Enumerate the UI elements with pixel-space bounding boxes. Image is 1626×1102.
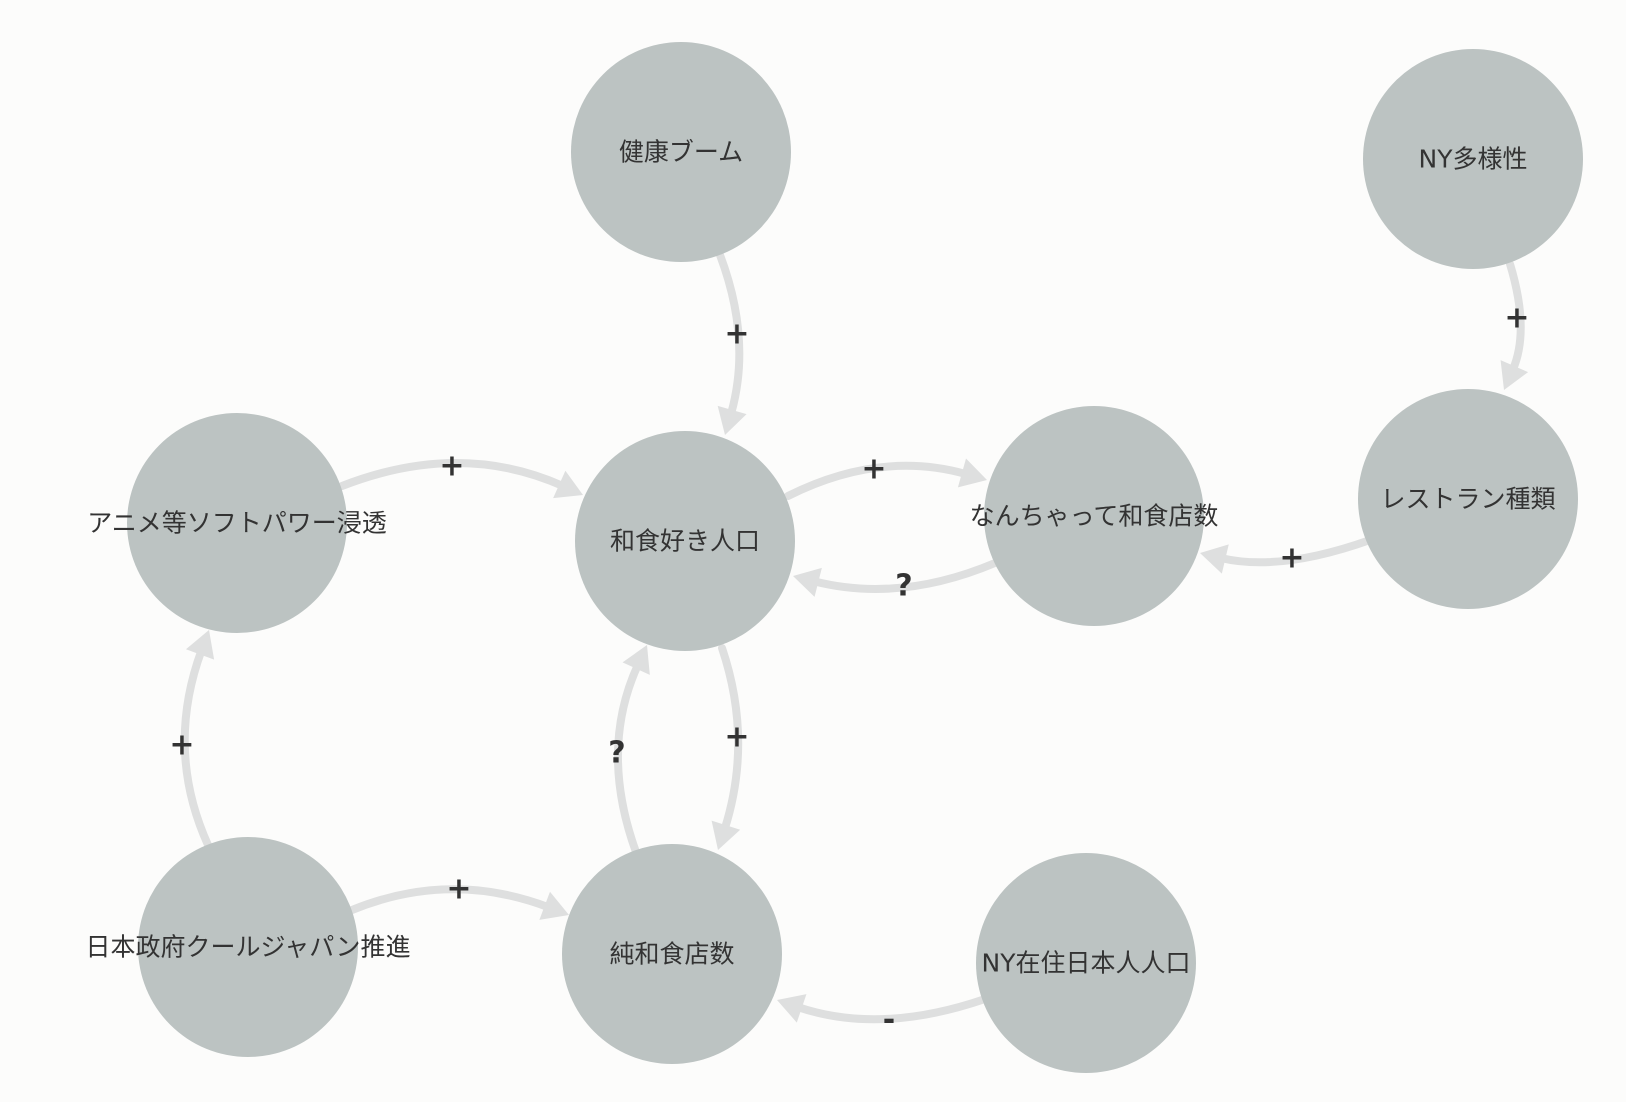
edge-sign-label: +: [446, 872, 471, 907]
edge-health-to-washoku_fans: [716, 251, 744, 418]
node-restaurant_types[interactable]: レストラン種類: [1358, 389, 1578, 609]
edge-cool_japan-to-pure_washoku: [348, 885, 553, 914]
edge-sign-label: +: [1504, 301, 1529, 336]
node-label: NY在住日本人人口: [982, 949, 1191, 978]
edge-sign-label: +: [724, 720, 749, 755]
node-circle: [984, 406, 1204, 626]
arrowhead-restaurant_types-to-nanchatte: [1200, 544, 1229, 574]
edges-layer: [180, 251, 1529, 1024]
edge-nanchatte-to-washoku_fans: [810, 559, 999, 593]
edge-anime-to-washoku_fans: [338, 459, 567, 491]
edge-sign-label: +: [169, 728, 194, 763]
arrowhead-anime-to-washoku_fans: [553, 470, 583, 499]
node-circle: [1363, 49, 1583, 269]
node-label: 健康ブーム: [619, 138, 743, 167]
node-circle: [575, 431, 795, 651]
node-label: 和食好き人口: [610, 527, 760, 556]
arrowhead-ny_japanese-to-pure_washoku: [777, 994, 807, 1023]
edge-sign-label: +: [1279, 541, 1304, 576]
edge-restaurant_types-to-nanchatte: [1217, 536, 1374, 567]
node-label: なんちゃって和食店数: [970, 502, 1219, 531]
arrowhead-pure_washoku-to-washoku_fans: [622, 645, 650, 675]
arrowhead-cool_japan-to-pure_washoku: [539, 891, 569, 920]
edge-ny_diversity-to-restaurant_types: [1506, 260, 1525, 374]
node-circle: [1358, 389, 1578, 609]
edge-sign-label: ?: [895, 569, 912, 604]
edge-ny_japanese-to-pure_washoku: [793, 995, 989, 1024]
node-pure_washoku[interactable]: 純和食店数: [562, 844, 782, 1064]
node-nanchatte[interactable]: なんちゃって和食店数: [970, 406, 1219, 626]
arrowhead-washoku_fans-to-pure_washoku: [711, 820, 741, 850]
node-anime[interactable]: アニメ等ソフトパワー浸透: [87, 413, 387, 633]
node-ny_diversity[interactable]: NY多様性: [1363, 49, 1583, 269]
node-label: アニメ等ソフトパワー浸透: [87, 509, 387, 538]
node-circle: [562, 844, 782, 1064]
node-circle: [571, 42, 791, 262]
edge-sign-label: +: [724, 317, 749, 352]
edge-sign-label: -: [883, 1003, 895, 1038]
node-circle: [976, 853, 1196, 1073]
edge-sign-label: +: [439, 449, 464, 484]
node-washoku_fans[interactable]: 和食好き人口: [575, 431, 795, 651]
node-cool_japan[interactable]: 日本政府クールジャパン推進: [85, 837, 411, 1057]
node-label: NY多様性: [1419, 145, 1528, 174]
node-ny_japanese[interactable]: NY在住日本人人口: [976, 853, 1196, 1073]
node-circle: [138, 837, 358, 1057]
edge-signs-layer: + + + +? + + + +? -: [169, 301, 1529, 1038]
node-label: 純和食店数: [609, 940, 734, 969]
edge-sign-label: ?: [608, 736, 625, 771]
node-circle: [127, 413, 347, 633]
edge-pure_washoku-to-washoku_fans: [613, 661, 642, 856]
arrowhead-ny_diversity-to-restaurant_types: [1500, 360, 1529, 390]
edge-sign-label: +: [861, 452, 886, 487]
node-label: レストラン種類: [1380, 485, 1555, 514]
arrowhead-washoku_fans-to-nanchatte: [957, 458, 987, 488]
arrowhead-nanchatte-to-washoku_fans: [793, 567, 822, 597]
node-label: 日本政府クールジャパン推進: [85, 933, 410, 962]
node-health[interactable]: 健康ブーム: [571, 42, 791, 262]
arrowhead-cool_japan-to-anime: [185, 630, 215, 660]
edge-washoku_fans-to-pure_washoku: [718, 644, 743, 834]
edge-cool_japan-to-anime: [180, 646, 212, 849]
arrowhead-health-to-washoku_fans: [717, 405, 747, 435]
edge-washoku_fans-to-nanchatte: [784, 461, 970, 500]
